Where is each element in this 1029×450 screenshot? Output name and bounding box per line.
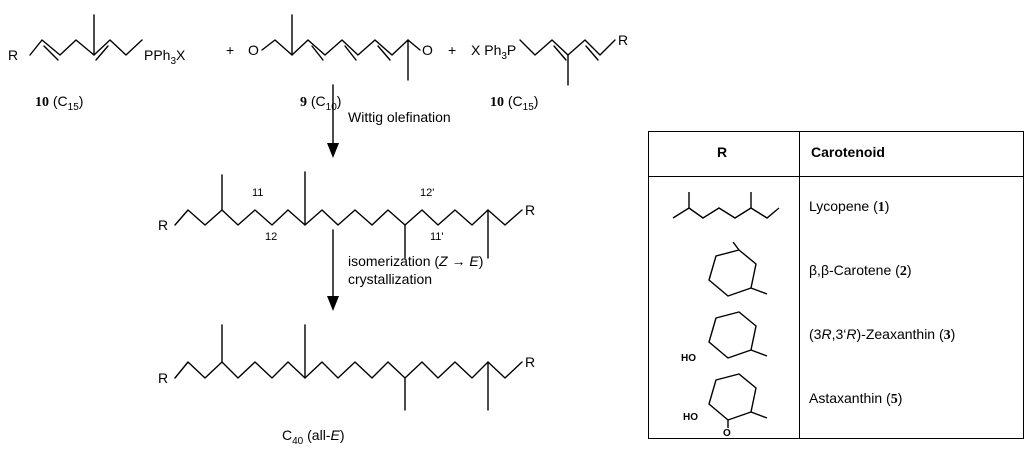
product-r-right: R (525, 354, 535, 370)
carotenoid-name: Lycopene (1) (809, 198, 890, 215)
ho-label: HO (683, 412, 698, 423)
reagent-right-structure (519, 39, 616, 86)
o-label: O (723, 428, 731, 436)
header-carotenoid: Carotenoid (811, 144, 885, 160)
left-pph3-label: PPh3X (144, 47, 186, 67)
reaction-scheme: R PPh3X + 10 (C15) O O + 9 (C10) X Ph3P … (8, 14, 628, 447)
ho-label: HO (681, 353, 696, 364)
table-row: HO (3R,3‘R)-Zeaxanthin (3) (649, 304, 1023, 368)
middle-compound-label: 9 (C10) (300, 93, 341, 113)
product-label: C40 (all-E) (282, 427, 345, 447)
isomerization-label: isomerization (Z → E) (348, 253, 483, 269)
right-x-pph3-label: X Ph3P (471, 42, 516, 62)
beta-ionone-ring-structure (708, 242, 768, 297)
plus-2: + (448, 42, 456, 58)
table-row: Lycopene (1) (649, 176, 1023, 240)
middle-o-left: O (248, 42, 259, 58)
carotenoid-name: (3R,3‘R)-Zeaxanthin (3) (809, 326, 956, 343)
lycopene-r-structure (672, 192, 780, 219)
reagent-middle-structure (261, 14, 421, 81)
pos-12p: 12' (420, 187, 434, 199)
astaxanthin-ring-structure: HO O (683, 373, 768, 436)
product-r-left: R (158, 370, 168, 386)
reagent-left-structure (29, 14, 143, 61)
carotenoid-name: β,β-Carotene (2) (809, 262, 912, 279)
pos-11: 11 (252, 187, 263, 199)
intermediate-structure (174, 171, 523, 259)
zeaxanthin-ring-structure: HO (681, 311, 768, 364)
product-structure (174, 324, 523, 411)
crystallization-label: crystallization (348, 271, 432, 287)
left-compound-label: 10 (C15) (35, 93, 83, 113)
table-row: HO O Astaxanthin (5) (649, 368, 1023, 436)
pos-12: 12 (265, 231, 277, 243)
plus-1: + (226, 42, 234, 58)
r-group-table: R Carotenoid Lycopene (1) β,β-Carotene (… (648, 131, 1024, 439)
left-r-label: R (8, 47, 18, 63)
intermediate-r-left: R (158, 217, 168, 233)
table-row: β,β-Carotene (2) (649, 240, 1023, 304)
right-r-label: R (618, 32, 628, 48)
middle-o-right: O (422, 42, 433, 58)
wittig-label: Wittig olefination (348, 109, 451, 125)
carotenoid-name: Astaxanthin (5) (809, 390, 903, 407)
header-r: R (717, 144, 728, 160)
pos-11p: 11' (430, 231, 444, 243)
intermediate-r-right: R (525, 202, 535, 218)
right-compound-label: 10 (C15) (490, 93, 538, 113)
